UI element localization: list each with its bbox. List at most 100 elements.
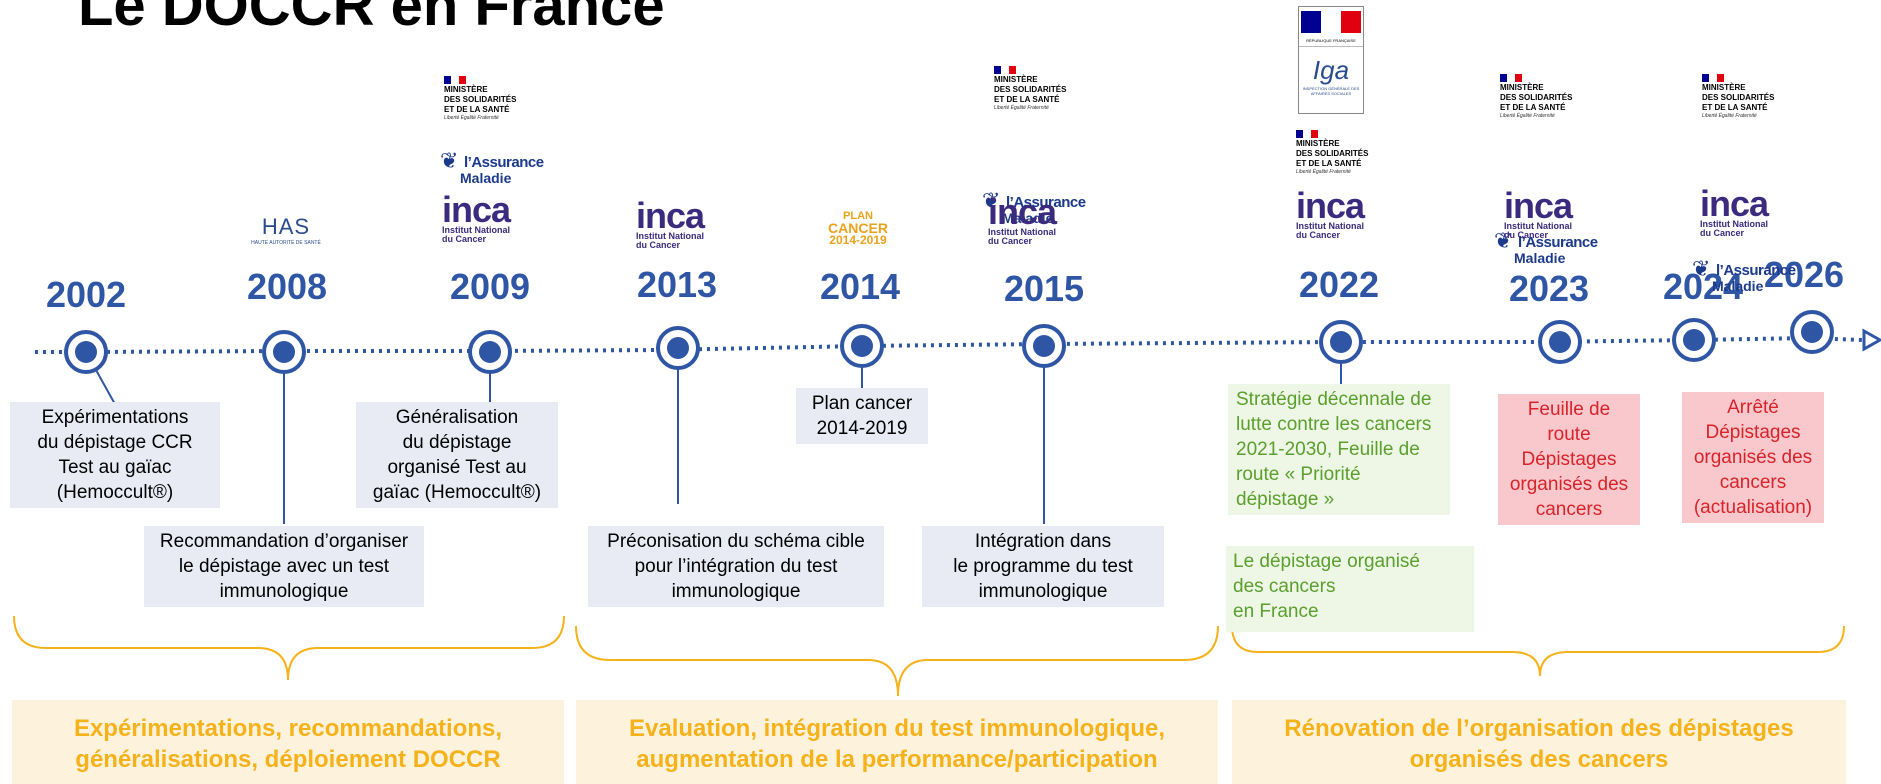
has-logo-word: HAS [261,214,311,239]
event-2023-line: cancers [1535,499,1603,520]
inca-logo-subtitle: du Cancer [1700,228,1745,238]
event-2013-box: Préconisation du schéma cible pour l’int… [588,526,884,607]
event-2022-depistage-line: en France [1233,601,1319,622]
has-logo-subtitle: HAUTE AUTORITÉ DE SANTÉ [251,240,321,246]
event-2009-line: du dépistage [402,432,512,453]
phase-3-line: Rénovation de l’organisation des dépista… [1284,715,1794,742]
inca-logo-2023: inca Institut National du Cancer [1504,185,1594,240]
phase-1-line: généralisations, déploiement DOCCR [75,746,501,773]
timeline-node-2023 [1538,320,1582,364]
assurance-maladie-name: l’Assurance [1518,234,1598,251]
inca-logo-subtitle: Institut National [1504,221,1572,231]
inca-logo-word: inca [1504,185,1573,226]
ministere-name: DES SOLIDARITÉS [1500,93,1573,102]
inca-logo-2015: inca Institut National du Cancer [988,191,1078,246]
year-2009: 2009 [449,266,531,307]
republique-francaise-caption: RÉPUBLIQUE FRANÇAISE [1306,38,1356,43]
event-2024-line: cancers [1719,472,1787,493]
inca-logo-subtitle: Institut National [442,225,510,235]
event-2023-line: organisés des [1509,474,1629,495]
event-2023-line: route [1547,424,1591,445]
french-flag-icon [994,66,1016,74]
bracket-phase-2 [575,625,1219,697]
ministere-logo-2022: MINISTÈRE DES SOLIDARITÉS ET DE LA SANTÉ… [1296,130,1386,175]
timeline-axis [35,335,1863,354]
ministere-motto: Liberté Égalité Fraternité [1296,169,1351,175]
timeline-node-2015 [1022,324,1066,368]
assurance-maladie-logo-2009: ❦ l’Assurance Maladie [440,148,550,188]
event-2009-box: Généralisation du dépistage organisé Tes… [356,402,558,508]
event-2015-box: Intégration dans le programme du test im… [922,526,1164,607]
event-2023-line: Feuille de [1527,399,1611,420]
page-title: Le DOCCR en France [78,0,665,38]
year-2026: 2026 [1763,254,1845,295]
event-2002-line: (Hemoccult®) [56,482,174,503]
ministere-name: ET DE LA SANTÉ [1500,103,1566,112]
phase-box-3: Rénovation de l’organisation des dépista… [1232,700,1846,784]
event-2008-line: Recommandation d’organiser [159,531,409,552]
event-2022-strategie-box: Stratégie décennale de lutte contre les … [1228,384,1450,515]
timeline-node-2002 [64,330,108,374]
assurance-maladie-icon: ❦ [982,188,1001,213]
ministere-name: MINISTÈRE [444,85,488,94]
year-2013: 2013 [636,264,718,305]
assurance-maladie-name: Maladie [1002,210,1054,226]
inca-logo-word: inca [636,195,705,236]
year-2008: 2008 [246,266,328,307]
assurance-maladie-logo-2024: ❦ l’Assurance Maladie [1692,256,1802,296]
timeline-node-2024 [1672,318,1716,362]
inca-logo-subtitle: Institut National [988,227,1056,237]
ministere-name: DES SOLIDARITÉS [1296,149,1369,158]
event-2014-line: Plan cancer [811,393,913,414]
timeline-arrow [1862,328,1881,352]
plan-cancer-logo-text: CANCER [828,220,888,236]
phase-box-1: Expérimentations, recommandations, génér… [12,700,564,784]
timeline-node-2008 [262,330,306,374]
inca-logo-word: inca [442,189,511,230]
inca-logo-2024: inca Institut National du Cancer [1700,186,1790,238]
event-2015-line: immunologique [978,581,1108,602]
ministere-logo-2024: MINISTÈRE DES SOLIDARITÉS ET DE LA SANTÉ… [1702,74,1792,119]
event-2009-line: Généralisation [395,407,519,428]
event-2015-line: le programme du test [953,556,1133,577]
timeline-node-2022 [1319,320,1363,364]
inca-logo-subtitle: du Cancer [442,234,487,244]
year-2002: 2002 [45,274,127,315]
ministere-name: DES SOLIDARITÉS [444,95,517,104]
ministere-motto: Liberté Égalité Fraternité [444,115,499,121]
event-2002-line: du dépistage CCR [37,432,193,453]
event-2002-line: Expérimentations [41,407,189,428]
year-2023: 2023 [1508,268,1590,309]
event-2024-line: organisés des [1693,447,1813,468]
ministere-name: ET DE LA SANTÉ [994,95,1060,104]
event-2013-line: Préconisation du schéma cible [607,531,865,552]
ministere-name: DES SOLIDARITÉS [994,85,1067,94]
event-2013-line: pour l’intégration du test [634,556,838,577]
ministere-name: MINISTÈRE [1702,83,1746,92]
event-2022-depistage-box: Le dépistage organisé des cancers en Fra… [1226,546,1474,632]
year-2014: 2014 [819,266,901,307]
inca-logo-word: inca [1296,185,1365,226]
inca-logo-subtitle: du Cancer [636,240,681,250]
event-2023-line: Dépistages [1521,449,1617,470]
french-flag-icon [1296,130,1318,138]
republique-igas-logo: RÉPUBLIQUE FRANÇAISE Iga INSPECTION GÉNÉ… [1298,6,1364,114]
inca-logo-2009: inca Institut National du Cancer [442,189,532,244]
assurance-maladie-name: l’Assurance [1716,262,1796,279]
assurance-maladie-icon: ❦ [440,148,459,173]
inca-logo-word: inca [988,191,1057,232]
french-flag-icon [1702,74,1724,82]
assurance-maladie-name: l’Assurance [464,154,544,171]
event-2023-box: Feuille de route Dépistages organisés de… [1498,394,1640,525]
event-2024-line: Dépistages [1705,422,1801,443]
assurance-maladie-logo-2015: ❦ l’Assurance Maladie [982,188,1092,228]
assurance-maladie-name: Maladie [460,170,512,186]
ministere-name: MINISTÈRE [1296,139,1340,148]
event-2022-depistage-line: des cancers [1233,576,1336,597]
event-2008-box: Recommandation d’organiser le dépistage … [144,526,424,607]
assurance-maladie-icon: ❦ [1494,228,1513,253]
inca-logo-subtitle: Institut National [1700,219,1768,229]
ministere-name: ET DE LA SANTÉ [1702,103,1768,112]
event-2022-strategie-line: Stratégie décennale de [1236,389,1432,410]
